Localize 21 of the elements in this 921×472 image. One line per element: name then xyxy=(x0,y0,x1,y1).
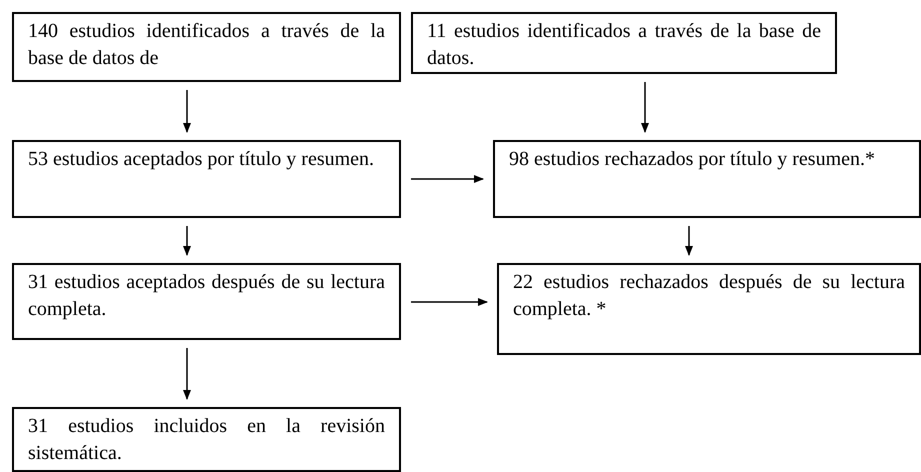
arrow xyxy=(411,298,488,306)
process-box xyxy=(497,263,921,355)
arrow xyxy=(183,226,191,256)
box-text: 53 estudios aceptados por título y resumen. xyxy=(28,147,376,172)
process-box xyxy=(12,407,401,472)
box-text: 31 estudios incluidos en la revisión sistemática. xyxy=(28,414,385,466)
box-text: 98 estudios rechazados por título y resumen.* xyxy=(509,147,876,172)
arrow xyxy=(183,90,191,133)
process-box xyxy=(411,12,837,74)
process-box xyxy=(12,12,401,82)
arrow xyxy=(641,82,649,133)
box-text: 31 estudios aceptados después de su lectura completa. xyxy=(28,270,385,322)
arrow xyxy=(183,348,191,400)
arrow xyxy=(685,226,693,256)
box-text: 140 estudios identificados a través de la base de datos de xyxy=(28,19,385,71)
box-text: 22 estudios rechazados después de su lectura completa. * xyxy=(513,270,905,322)
box-text: 11 estudios identificados a través de la base de datos. xyxy=(427,19,821,71)
process-box xyxy=(12,140,401,218)
process-box xyxy=(12,263,401,340)
arrow xyxy=(411,175,484,183)
process-box xyxy=(493,140,921,218)
